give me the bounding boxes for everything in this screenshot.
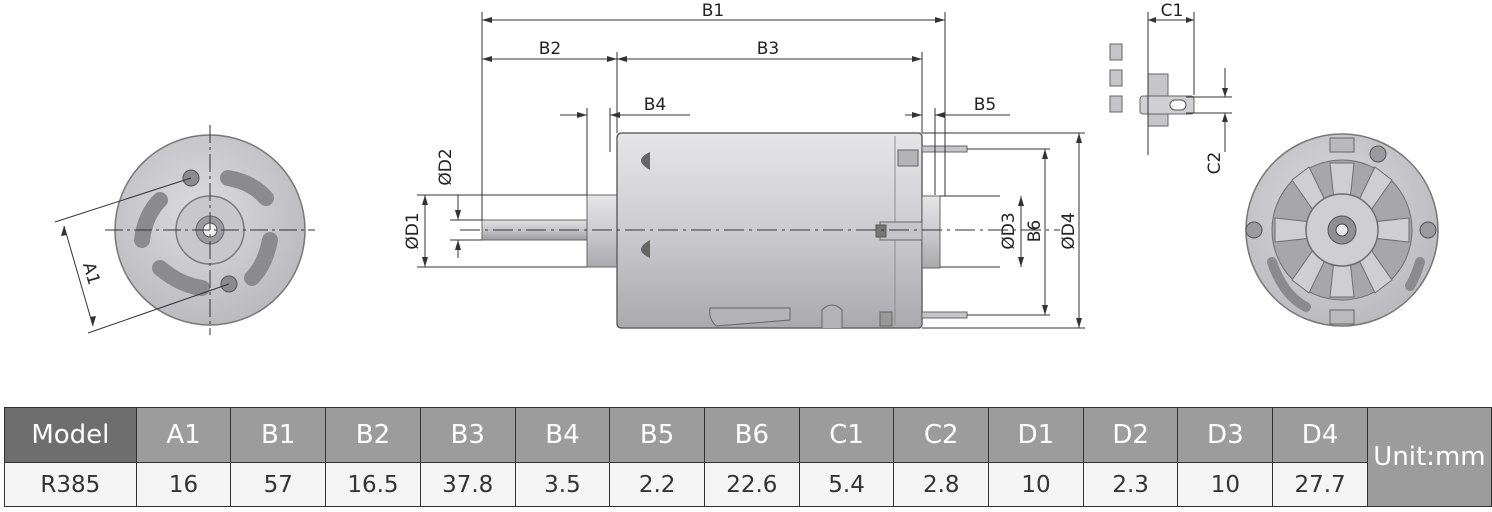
value-cell-model: R385 <box>4 462 137 507</box>
header-cell: C2 <box>893 407 990 463</box>
header-cell: B3 <box>419 407 516 463</box>
motor-dimension-drawing: B1 B2 B3 B4 B5 ØD1 ØD2 ØD3 B6 ØD4 A1 C1 … <box>54 1 1439 335</box>
label-c1: C1 <box>1161 1 1184 21</box>
value-cell: 10 <box>1177 462 1274 507</box>
header-cell: B2 <box>325 407 421 463</box>
header-cell: D1 <box>988 407 1084 463</box>
front-view <box>54 125 315 335</box>
value-cell: 16 <box>135 462 232 507</box>
label-c2: C2 <box>1205 152 1225 175</box>
label-d4: ØD4 <box>1059 212 1079 249</box>
value-cell: 3.5 <box>514 462 611 507</box>
dimension-lines <box>417 12 1085 329</box>
label-d1: ØD1 <box>403 212 423 249</box>
spec-table: Model A1 B1 B2 B3 B4 B5 B6 C1 C2 D1 D2 D… <box>4 407 1492 507</box>
header-cell: B5 <box>609 407 705 463</box>
rear-view <box>1245 133 1439 327</box>
header-cell: D3 <box>1177 407 1274 463</box>
label-b4: B4 <box>644 95 666 115</box>
header-cell: D4 <box>1272 407 1368 463</box>
label-a1: A1 <box>78 260 103 287</box>
value-cell: 2.3 <box>1082 462 1179 507</box>
table-header-row: Model A1 B1 B2 B3 B4 B5 B6 C1 C2 D1 D2 D… <box>4 407 1492 507</box>
value-cell: 5.4 <box>798 462 895 507</box>
header-cell: B4 <box>514 407 611 463</box>
value-cell: 27.7 <box>1272 462 1368 507</box>
dimension-arrows <box>422 17 1082 328</box>
value-cell: 2.2 <box>609 462 705 507</box>
value-cell: 2.8 <box>893 462 990 507</box>
unit-cell: Unit:mm <box>1366 407 1492 507</box>
label-b2: B2 <box>539 39 561 59</box>
header-cell: B6 <box>703 407 800 463</box>
value-cell: 10 <box>988 462 1084 507</box>
header-cell: C1 <box>798 407 895 463</box>
value-cell: 22.6 <box>703 462 800 507</box>
header-cell-model: Model <box>4 407 137 463</box>
label-b1: B1 <box>702 1 724 21</box>
label-d2: ØD2 <box>436 148 456 185</box>
header-cell: B1 <box>230 407 327 463</box>
value-cell: 16.5 <box>325 462 421 507</box>
value-cell: 37.8 <box>419 462 516 507</box>
label-b6: B6 <box>1025 220 1045 242</box>
value-cell: 57 <box>230 462 327 507</box>
header-cell: A1 <box>135 407 232 463</box>
terminal-detail <box>1109 12 1232 155</box>
label-b3: B3 <box>757 39 779 59</box>
table-row: R385 16 57 16.5 37.8 3.5 2.2 22.6 5.4 2.… <box>4 462 1492 507</box>
side-view <box>460 132 1060 329</box>
label-d3: ØD3 <box>999 212 1019 249</box>
header-cell: D2 <box>1082 407 1179 463</box>
label-b5: B5 <box>974 95 996 115</box>
